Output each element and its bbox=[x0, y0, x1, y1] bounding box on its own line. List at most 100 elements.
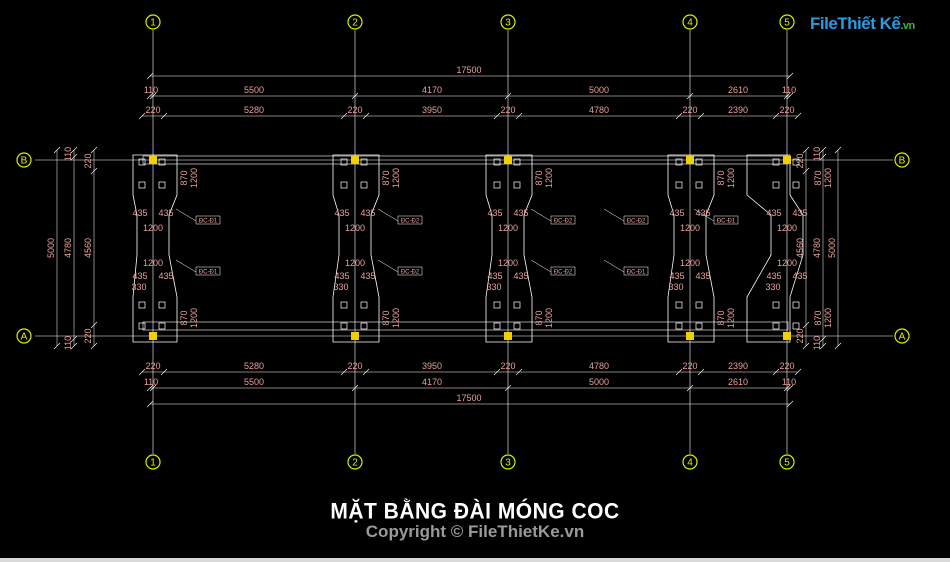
top-axis-dim-label: 110 bbox=[144, 85, 158, 95]
bottom-clear-dim-label: 5280 bbox=[244, 361, 264, 371]
pile-cap-5-dim-vert: 870 bbox=[813, 170, 823, 185]
left-clear-dim-label: 110 bbox=[63, 336, 73, 350]
pile-cap-4-dim-435: 435 bbox=[669, 271, 684, 281]
pile-cap-5-dim-1200: 1200 bbox=[777, 258, 797, 268]
top-clear-dim-tick bbox=[515, 112, 523, 120]
pile-cap-1-dim-435: 435 bbox=[158, 271, 173, 281]
left-overall-dim-label: 5000 bbox=[46, 238, 56, 258]
pile-cap-4-dim-vert: 1200 bbox=[726, 168, 736, 188]
pile-cap-2-dim-vert: 870 bbox=[381, 310, 391, 325]
section-tag-box bbox=[550, 215, 576, 225]
right-overall-dim-tick bbox=[834, 146, 842, 154]
pile-cap-5-outline bbox=[746, 154, 804, 343]
left-clear-dim-tick bbox=[70, 146, 78, 154]
pile-cap-5-pile bbox=[792, 181, 800, 189]
section-tag-label: ĐC-Đ1 bbox=[717, 219, 736, 225]
pile-cap-4-dim-vert: 870 bbox=[716, 170, 726, 185]
pile-cap-4-pile bbox=[695, 301, 703, 309]
top-clear-dim-tick bbox=[493, 112, 501, 120]
section-tag-label: ĐC-Đ2 bbox=[401, 270, 420, 276]
top-overall-dim-tick bbox=[146, 72, 154, 80]
grid-bubble-col-2 bbox=[347, 14, 363, 30]
pile-cap-3-outline bbox=[485, 154, 533, 343]
section-tag-label: ĐC-Đ2 bbox=[401, 219, 420, 225]
right-inner-dim-tick bbox=[802, 146, 810, 154]
grid-bubble-col-4 bbox=[682, 454, 698, 470]
pile-cap-3-dim-vert: 1200 bbox=[544, 168, 554, 188]
bottom-clear-dim-tick bbox=[794, 368, 802, 376]
pile-cap-5-dim-vert: 1200 bbox=[823, 168, 833, 188]
top-clear-dim-tick bbox=[675, 112, 683, 120]
pile-cap-1-pile bbox=[158, 181, 166, 189]
top-clear-dim-tick bbox=[772, 112, 780, 120]
bottom-clear-dim-label: 2390 bbox=[728, 361, 748, 371]
section-tag-label: ĐC-Đ1 bbox=[199, 219, 218, 225]
logo-ext: .vn bbox=[900, 20, 915, 32]
pile-cap-1-dim-vert: 870 bbox=[179, 170, 189, 185]
pile-cap-2-dim-vert: 1200 bbox=[391, 168, 401, 188]
bottom-clear-dim-label: 220 bbox=[682, 361, 697, 371]
pile-cap-5-dim-vert: 1200 bbox=[823, 308, 833, 328]
grid-bubble-col-2 bbox=[347, 454, 363, 470]
pile-cap-3-dim-vert: 870 bbox=[534, 310, 544, 325]
top-axis-dim-label: 2610 bbox=[728, 85, 748, 95]
grid-bubble-row-A bbox=[894, 328, 910, 344]
pile-cap-5-dim-435: 435 bbox=[792, 208, 807, 218]
top-axis-dim-tick bbox=[146, 92, 154, 100]
pile-cap-3-dim-vert: 870 bbox=[534, 170, 544, 185]
grid-bubble-col-1 bbox=[145, 14, 161, 30]
right-inner-dim-label: 220 bbox=[795, 153, 805, 168]
top-axis-dim-tick bbox=[783, 92, 791, 100]
tag-leader bbox=[377, 208, 399, 222]
grid-label-col-3: 3 bbox=[505, 18, 511, 29]
pile-cap-1-pile bbox=[138, 158, 146, 166]
left-inner-dim-label: 220 bbox=[83, 328, 93, 343]
bottom-clear-dim-label: 220 bbox=[779, 361, 794, 371]
pile-cap-5-pile bbox=[772, 158, 780, 166]
filethietke-logo: FileThiết Kế.vn bbox=[810, 14, 915, 34]
right-clear-dim-tick bbox=[819, 153, 827, 161]
bottom-clear-dim-label: 4780 bbox=[589, 361, 609, 371]
tie-beam-a bbox=[142, 321, 789, 331]
grid-bubble-col-5 bbox=[779, 14, 795, 30]
top-axis-dim-tick bbox=[149, 92, 157, 100]
pile-cap-2-pile bbox=[360, 158, 368, 166]
pile-cap-3-dim-1200: 1200 bbox=[498, 258, 518, 268]
bottom-axis-dim-label: 4170 bbox=[422, 377, 442, 387]
top-axis-dim-tick bbox=[504, 92, 512, 100]
left-clear-dim-label: 4780 bbox=[63, 238, 73, 258]
bottom-axis-dim-tick bbox=[504, 384, 512, 392]
logo-text: FileThiết Kế bbox=[810, 14, 901, 33]
right-inner-dim-tick bbox=[802, 321, 810, 329]
top-overall-dim-label: 17500 bbox=[456, 65, 481, 75]
right-clear-dim-label: 110 bbox=[812, 147, 822, 161]
pile-cap-4-dim-435: 435 bbox=[695, 208, 710, 218]
left-clear-dim-label: 110 bbox=[63, 147, 73, 161]
right-inner-dim-label: 220 bbox=[795, 328, 805, 343]
section-tag-box bbox=[623, 215, 649, 225]
grid-bubble-row-B bbox=[894, 152, 910, 168]
pile-cap-2-dim-435: 435 bbox=[334, 208, 349, 218]
pile-cap-5-dim-435: 435 bbox=[766, 271, 781, 281]
left-inner-dim-tick bbox=[90, 167, 98, 175]
bottom-axis-dim-tick bbox=[149, 384, 157, 392]
grid-bubble-row-B bbox=[16, 152, 32, 168]
bottom-clear-dim-tick bbox=[340, 368, 348, 376]
bottom-axis-dim-label: 5500 bbox=[244, 377, 264, 387]
pile-cap-4-pile bbox=[675, 322, 683, 330]
pile-cap-1-dim-330: 330 bbox=[131, 282, 146, 292]
pile-cap-5-column bbox=[783, 332, 791, 340]
right-clear-dim-label: 4780 bbox=[812, 238, 822, 258]
pile-cap-3-pile bbox=[493, 301, 501, 309]
tag-leader bbox=[377, 259, 399, 273]
pile-cap-4-column bbox=[686, 156, 694, 164]
bottom-clear-dim-tick bbox=[160, 368, 168, 376]
top-clear-dim-label: 220 bbox=[145, 105, 160, 115]
bottom-overall-dim-label: 17500 bbox=[456, 393, 481, 403]
left-clear-dim-tick bbox=[70, 342, 78, 350]
pile-cap-1-pile bbox=[138, 181, 146, 189]
top-axis-dim-label: 5000 bbox=[589, 85, 609, 95]
top-clear-dim-label: 4780 bbox=[589, 105, 609, 115]
